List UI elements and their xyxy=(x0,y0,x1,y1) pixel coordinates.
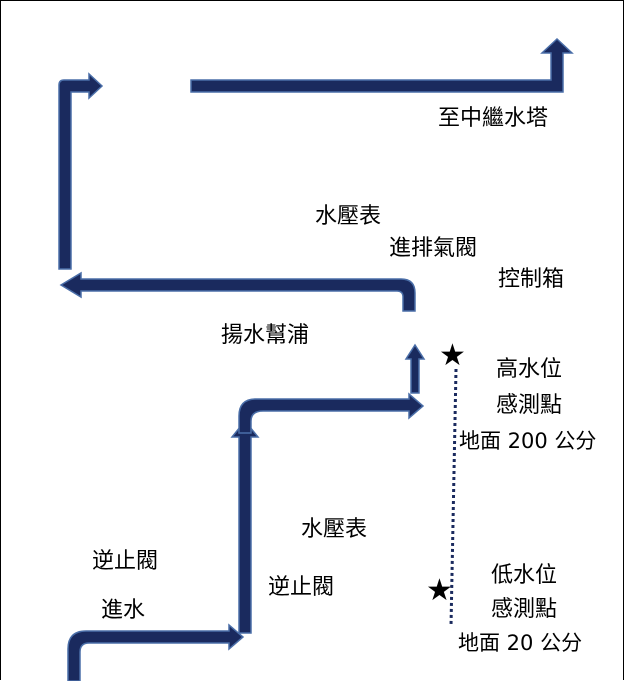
label-pressure-gauge-top: 水壓表 xyxy=(315,204,382,229)
label-high-height: 地面 200 公分 xyxy=(459,429,597,453)
label-control-box: 控制箱 xyxy=(498,267,565,292)
label-low-sense: 感測點 xyxy=(491,597,558,622)
pipe-riser xyxy=(230,419,260,634)
label-check-valve-left: 逆止閥 xyxy=(92,549,159,574)
label-high-level: 高水位 xyxy=(496,357,563,382)
pipe-pump-inlet-arrow xyxy=(404,343,426,394)
label-pressure-gauge-mid: 水壓表 xyxy=(301,517,368,542)
pipe-pump-return xyxy=(59,271,416,312)
pipe-left-loop-top xyxy=(58,72,104,270)
pipe-to-tower xyxy=(190,37,574,93)
label-to-relay-tower: 至中繼水塔 xyxy=(438,106,549,131)
label-air-valve: 進排氣閥 xyxy=(389,236,478,261)
label-pump: 揚水幫浦 xyxy=(221,323,310,348)
sensor-line xyxy=(449,368,458,627)
label-check-valve-mid: 逆止閥 xyxy=(268,575,335,600)
label-high-sense: 感測點 xyxy=(496,393,563,418)
label-inlet: 進水 xyxy=(101,598,146,623)
star-icon: ★ xyxy=(426,573,453,608)
star-icon: ★ xyxy=(439,338,466,373)
pipe-inlet xyxy=(67,623,245,681)
label-low-level: 低水位 xyxy=(491,563,558,588)
label-low-height: 地面 20 公分 xyxy=(458,631,583,655)
pipe-upper-run xyxy=(238,392,425,434)
